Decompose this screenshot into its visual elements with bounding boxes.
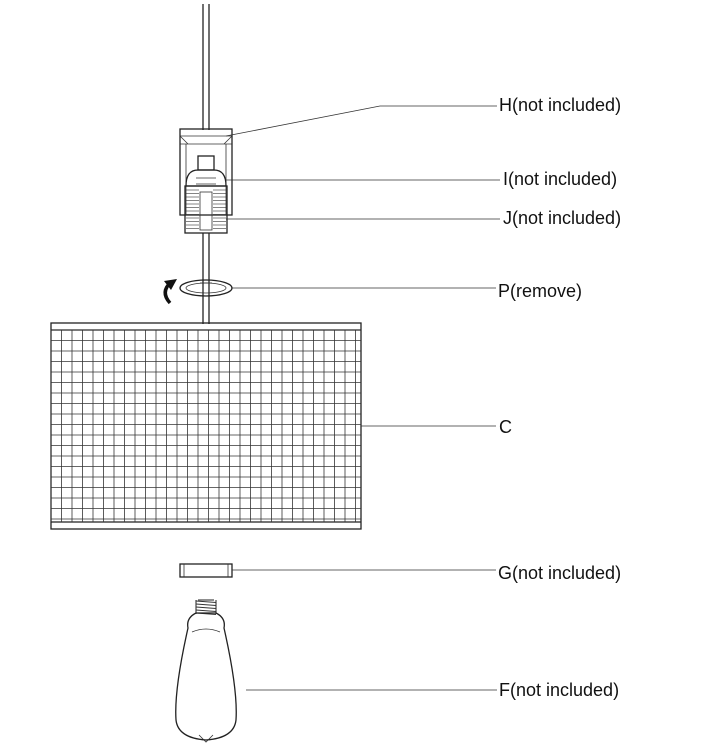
part-i-socket — [185, 155, 227, 187]
suspension-cord — [202, 4, 210, 324]
part-g-tube — [179, 563, 233, 578]
rotation-arrow-icon — [163, 279, 177, 305]
label-j: J(not included) — [503, 208, 621, 228]
part-p-ring — [179, 279, 233, 297]
label-h: H(not included) — [499, 95, 621, 115]
part-h-sleeve — [179, 128, 233, 216]
part-j-socket-ring — [184, 185, 228, 234]
label-g: G(not included) — [498, 563, 621, 583]
label-p: P(remove) — [498, 281, 582, 301]
label-i: I(not included) — [503, 169, 617, 189]
label-c: C — [499, 417, 512, 437]
part-c-shade — [50, 322, 362, 530]
part-f-bulb — [175, 599, 237, 743]
leader-lines — [225, 105, 500, 691]
label-f: F(not included) — [499, 680, 619, 700]
